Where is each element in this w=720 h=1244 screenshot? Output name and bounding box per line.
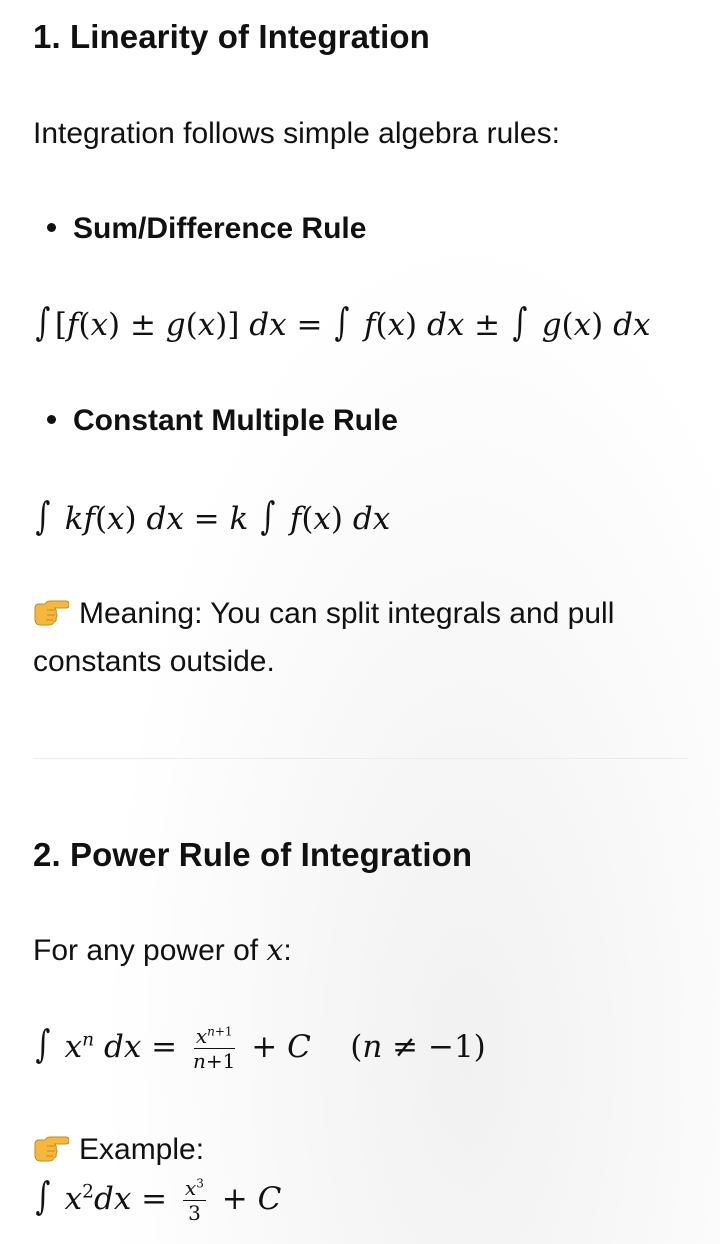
- bullet-dot: [47, 414, 56, 424]
- constant-multiple-formula: ∫ kf(x) dx = k ∫ f(x) dx: [35, 494, 391, 538]
- meaning-line-1: Meaning: You can split integrals and pul…: [79, 597, 615, 630]
- section-divider: [33, 758, 688, 759]
- section-1-intro: Integration follows simple algebra rules…: [33, 117, 560, 150]
- example-label: Example:: [79, 1133, 205, 1166]
- section-2-heading: 2. Power Rule of Integration: [33, 836, 473, 873]
- sum-difference-rule-item: Sum/Difference Rule: [47, 212, 366, 246]
- section-1-heading: 1. Linearity of Integration: [33, 18, 430, 55]
- section-2-intro-text: For any power of: [33, 934, 259, 967]
- section-2-intro-variable: x: [266, 933, 284, 968]
- constant-multiple-rule-item: Constant Multiple Rule: [47, 404, 398, 438]
- backhand-index-pointing-right-icon: [34, 1136, 69, 1162]
- example-label-row: Example:: [33, 1126, 204, 1174]
- backhand-index-pointing-right-icon: [34, 600, 69, 626]
- meaning-note: Meaning: You can split integrals and pul…: [33, 590, 614, 686]
- constant-multiple-rule-label: Constant Multiple Rule: [73, 404, 398, 437]
- meaning-line-2: constants outside.: [33, 645, 275, 678]
- sum-difference-rule-label: Sum/Difference Rule: [73, 212, 367, 245]
- section-2-intro: For any power of x:: [33, 933, 292, 968]
- bullet-dot: [47, 222, 56, 232]
- sum-difference-formula: ∫[f(x) ± g(x)] dx = ∫ f(x) dx ± ∫ g(x) d…: [35, 300, 651, 344]
